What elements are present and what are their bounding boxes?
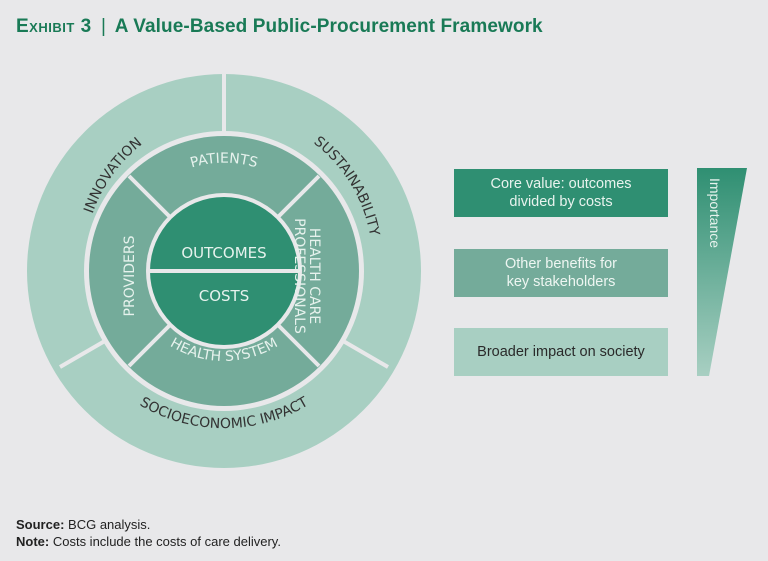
middle-ring-dividers [127, 174, 321, 368]
note-text: Costs include the costs of care delivery… [52, 534, 281, 549]
source-label: Source: [16, 517, 65, 532]
source-line: Source: BCG analysis. [16, 516, 281, 533]
legend-core-line2: divided by costs [509, 194, 613, 210]
note-line: Note: Costs include the costs of care de… [16, 533, 281, 550]
value-framework-wheel: OUTCOMES COSTS PATIENTS HEALTH SYSTEM PR… [27, 70, 421, 468]
exhibit-heading: A Value-Based Public-Procurement Framewo… [114, 16, 543, 37]
importance-wedge-shape [697, 168, 747, 376]
legend-benefits-line1: Other benefits for [504, 256, 618, 272]
legend-core-value: Core value: outcomes divided by costs [454, 169, 668, 217]
legend-benefits-line2: key stakeholders [506, 274, 616, 290]
legend-other-benefits: Other benefits for key stakeholders [454, 249, 668, 297]
segment-providers-label: PROVIDERS [122, 235, 138, 316]
exhibit-label: Exhibit 3 [16, 16, 92, 37]
core-label-outcomes: OUTCOMES [181, 244, 266, 262]
importance-wedge [697, 168, 747, 376]
importance-label: Importance [707, 178, 723, 249]
legend-broader-impact: Broader impact on society [454, 328, 668, 376]
legend-impact-line1: Broader impact on society [477, 344, 645, 360]
exhibit-title: Exhibit 3 | A Value-Based Public-Procure… [16, 16, 543, 38]
importance-label-wrap: Importance [700, 178, 730, 268]
title-separator: | [101, 16, 107, 37]
segment-hcp-label-1: HEALTH CARE [306, 228, 322, 324]
legend-core-line1: Core value: outcomes [490, 176, 632, 192]
core-label-costs: COSTS [199, 287, 250, 305]
source-text: BCG analysis. [68, 517, 151, 532]
note-label: Note: [16, 534, 50, 549]
outer-ring-dividers [58, 70, 390, 369]
segment-hcp-label-2: PROFESSIONALS [291, 218, 307, 334]
footer-notes: Source: BCG analysis. Note: Costs includ… [16, 516, 281, 550]
